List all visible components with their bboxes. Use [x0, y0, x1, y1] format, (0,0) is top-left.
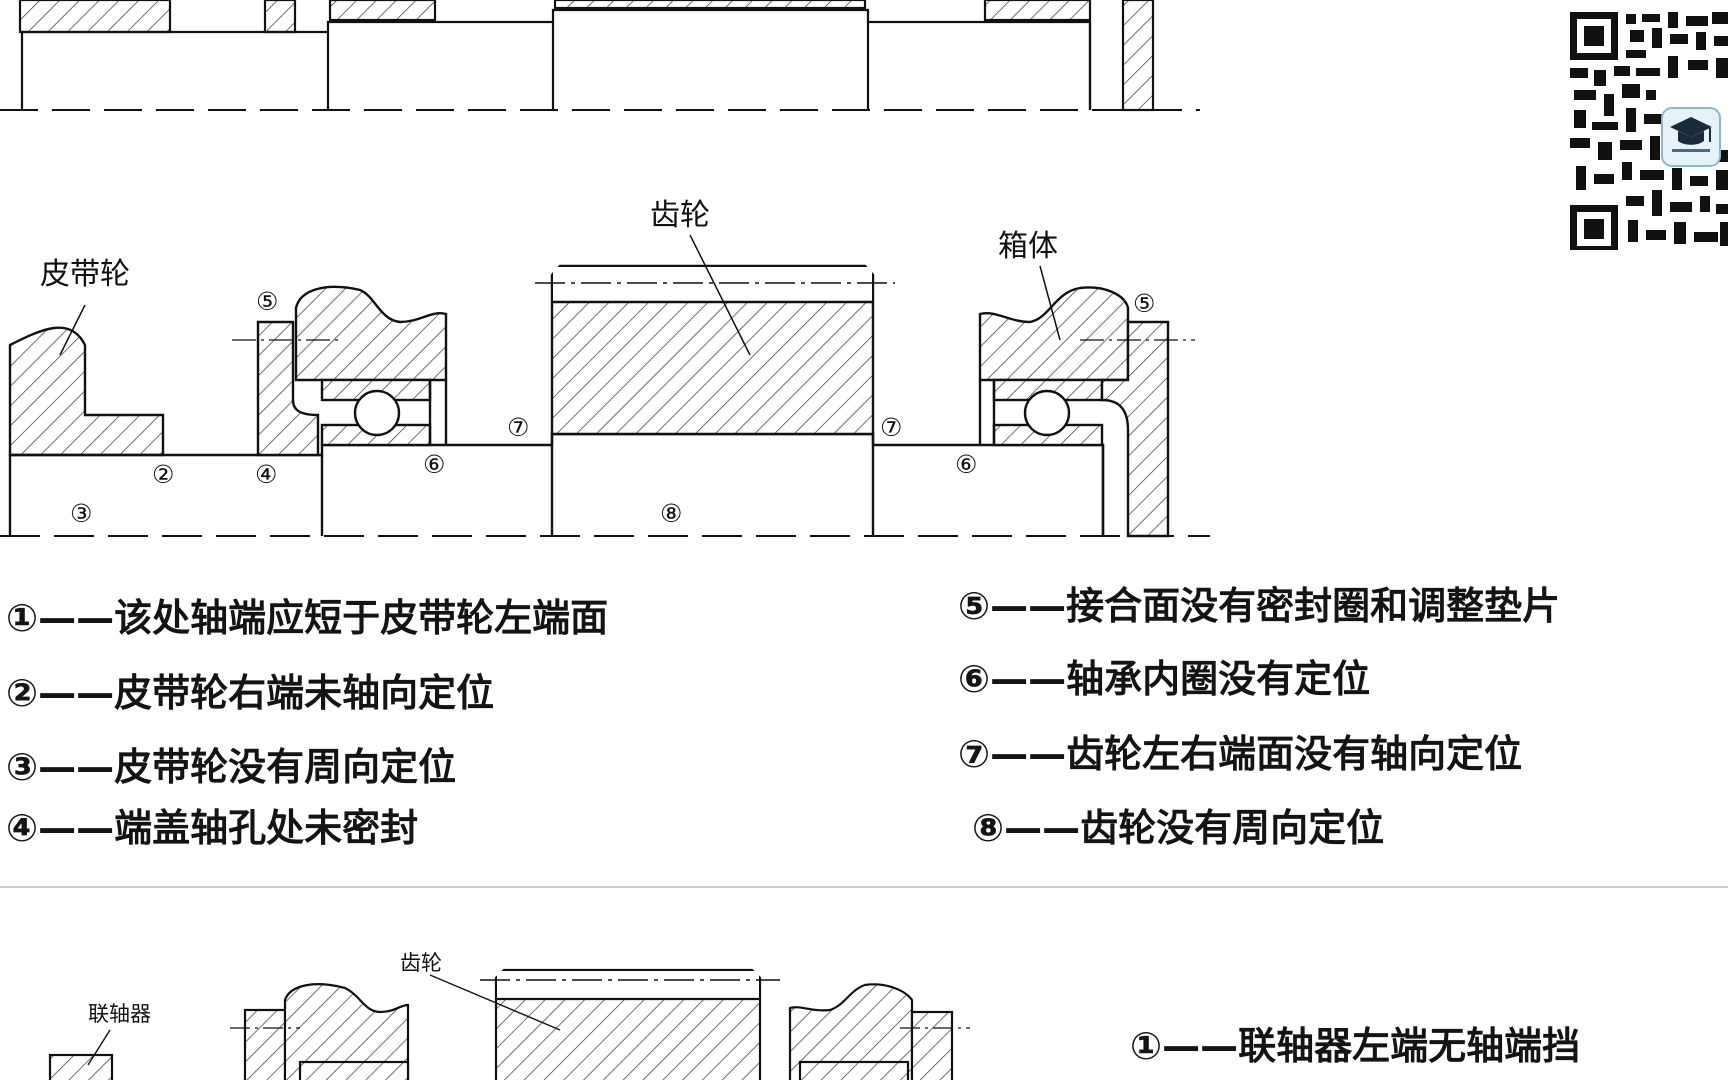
- right-bearing-ball: [1023, 389, 1071, 437]
- legend-item-8: ⑧——齿轮没有周向定位: [972, 806, 1385, 850]
- marker-7-right: ⑦: [880, 413, 902, 442]
- marker-4: ④: [255, 460, 277, 489]
- right-housing: [978, 286, 1130, 382]
- coupling-label: 联轴器: [88, 1002, 151, 1026]
- legend-item-7: ⑦——齿轮左右端面没有轴向定位: [958, 732, 1523, 776]
- marker-2: ②: [152, 460, 174, 489]
- marker-5-right: ⑤: [1133, 289, 1155, 318]
- marker-6-right: ⑥: [955, 450, 977, 479]
- housing-label: 箱体: [998, 229, 1058, 264]
- pulley-section: [8, 326, 165, 457]
- left-housing: [294, 285, 448, 382]
- marker-5-left: ⑤: [256, 287, 278, 316]
- main-shaft-diagram: [0, 234, 1210, 538]
- left-bearing-ball: [353, 389, 401, 437]
- graduation-cap-icon: [1670, 117, 1712, 145]
- gear-label: 齿轮: [650, 198, 710, 233]
- marker-8: ⑧: [660, 499, 682, 528]
- top-partial-diagram: [0, 0, 1200, 112]
- bottom-partial-diagram: [48, 968, 970, 1080]
- legend-item-3: ③——皮带轮没有周向定位: [6, 745, 457, 789]
- legend-item-6: ⑥——轴承内圈没有定位: [958, 657, 1371, 701]
- legend-item-1: ①——该处轴端应短于皮带轮左端面: [6, 596, 609, 640]
- marker-7-left: ⑦: [507, 413, 529, 442]
- legend-item-4: ④——端盖轴孔处未密封: [6, 806, 419, 850]
- bottom-gear-label: 齿轮: [400, 951, 442, 975]
- marker-3: ③: [70, 499, 92, 528]
- pulley-label: 皮带轮: [40, 257, 130, 292]
- coupling-section: [48, 1053, 114, 1080]
- bottom-legend-item-1: ①——联轴器左端无轴端挡: [1130, 1024, 1581, 1068]
- legend-item-2: ②——皮带轮右端未轴向定位: [6, 671, 495, 715]
- qr-code: [1570, 10, 1728, 250]
- gear-section: [550, 264, 875, 436]
- right-end-cover: [1100, 320, 1170, 538]
- legend-item-5: ⑤——接合面没有密封圈和调整垫片: [958, 584, 1561, 628]
- left-end-cover: [256, 320, 320, 457]
- marker-6-left: ⑥: [423, 450, 445, 479]
